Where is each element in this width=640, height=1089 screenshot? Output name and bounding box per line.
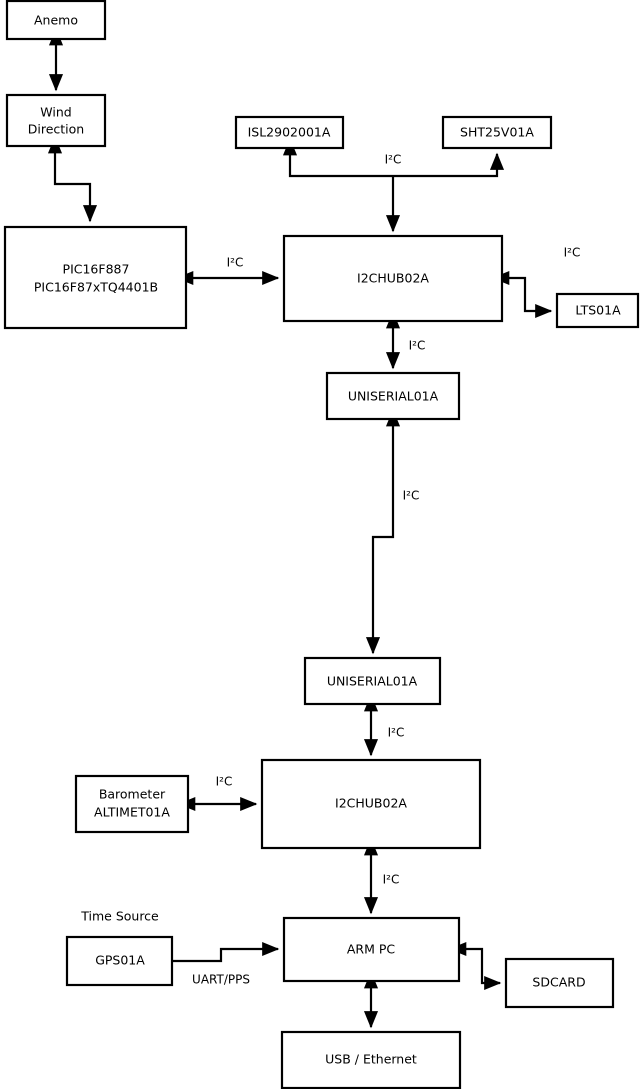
node-gps01a-label: GPS01A [95, 953, 145, 968]
node-barometer-box [74, 774, 190, 834]
node-i2chub02a-top-label: I2CHUB02A [357, 271, 429, 286]
node-i2chub02a-bottom-label: I2CHUB02A [335, 796, 407, 811]
node-i2chub02a-bottom-box [260, 758, 482, 850]
node-arm-pc-label: ARM PC [347, 942, 396, 957]
node-anemo-box [5, 0, 107, 41]
node-arm-pc[interactable]: ARM PC [282, 916, 461, 983]
node-i2chub02a-top-box [282, 234, 504, 323]
node-uniserial01a-top-label: UNISERIAL01A [348, 389, 439, 404]
node-lts01a-box [555, 292, 640, 329]
node-sht25v01a-box [441, 115, 553, 150]
node-uniserial01a-top-box [325, 371, 461, 421]
connector-uniserial-uniserial [365, 409, 401, 655]
edge-label-barometer-hub: I²C [216, 775, 233, 789]
connector-gps-armpc [172, 941, 280, 963]
node-sdcard-box [504, 957, 615, 1009]
node-uniserial01a-bottom-box [303, 656, 442, 706]
node-usb-ethernet-label: USB / Ethernet [325, 1052, 417, 1067]
edge-label-hub-armpc: I²C [383, 873, 400, 887]
node-pic-mcu-box [3, 225, 188, 330]
node-isl2902001a-label: ISL2902001A [248, 125, 331, 140]
node-barometer-label-line1: Barometer [99, 787, 166, 802]
label-time-source: Time Source [80, 909, 159, 924]
edge-label-sensor-bus: I²C [385, 153, 402, 167]
node-usb-ethernet-box [280, 1030, 462, 1089]
node-barometer-label-line2: ALTIMET01A [94, 805, 170, 820]
node-i2chub02a-top[interactable]: I2CHUB02A [282, 234, 504, 323]
node-isl2902001a-box [234, 115, 345, 150]
node-uniserial01a-top[interactable]: UNISERIAL01A [325, 371, 461, 421]
node-lts01a-label: LTS01A [575, 303, 621, 318]
node-barometer[interactable]: Barometer ALTIMET01A [74, 774, 190, 834]
node-sht25v01a-label: SHT25V01A [460, 125, 534, 140]
connector-armpc-sdcard [449, 941, 502, 991]
edge-label-uniserial-hub-bottom: I²C [388, 726, 405, 740]
node-isl2902001a[interactable]: ISL2902001A [234, 115, 345, 150]
node-wind-direction-box [5, 93, 107, 148]
node-anemo[interactable]: Anemo [5, 0, 107, 41]
node-gps01a-box [65, 935, 174, 987]
node-sht25v01a[interactable]: SHT25V01A [441, 115, 553, 150]
node-gps01a[interactable]: GPS01A [65, 935, 174, 987]
node-i2chub02a-bottom[interactable]: I2CHUB02A [260, 758, 482, 850]
node-pic-mcu-label-line1: PIC16F887 [63, 262, 130, 277]
node-wind-direction-label-line2: Direction [28, 122, 84, 137]
edge-label-uniserial-uniserial: I²C [403, 489, 420, 503]
connector-wind-pic [47, 136, 98, 223]
node-pic-mcu-label-line2: PIC16F87xTQ4401B [34, 280, 158, 295]
node-wind-direction-label-line1: Wind [40, 105, 71, 120]
node-usb-ethernet[interactable]: USB / Ethernet [280, 1030, 462, 1089]
node-uniserial01a-bottom-label: UNISERIAL01A [327, 674, 418, 689]
node-pic-mcu[interactable]: PIC16F887 PIC16F87xTQ4401B [3, 225, 188, 330]
node-arm-pc-box [282, 916, 461, 983]
edge-label-hub-lts: I²C [564, 246, 581, 260]
node-uniserial01a-bottom[interactable]: UNISERIAL01A [303, 656, 442, 706]
edge-label-pic-hub: I²C [227, 256, 244, 270]
node-sdcard[interactable]: SDCARD [504, 957, 615, 1009]
node-wind-direction[interactable]: Wind Direction [5, 93, 107, 148]
connector-hub-lts [492, 270, 553, 319]
node-sdcard-label: SDCARD [532, 975, 585, 990]
node-lts01a[interactable]: LTS01A [555, 292, 640, 329]
node-anemo-label: Anemo [34, 13, 78, 28]
edge-label-gps-armpc: UART/PPS [192, 973, 250, 987]
edge-label-hub-uniserial: I²C [409, 339, 426, 353]
